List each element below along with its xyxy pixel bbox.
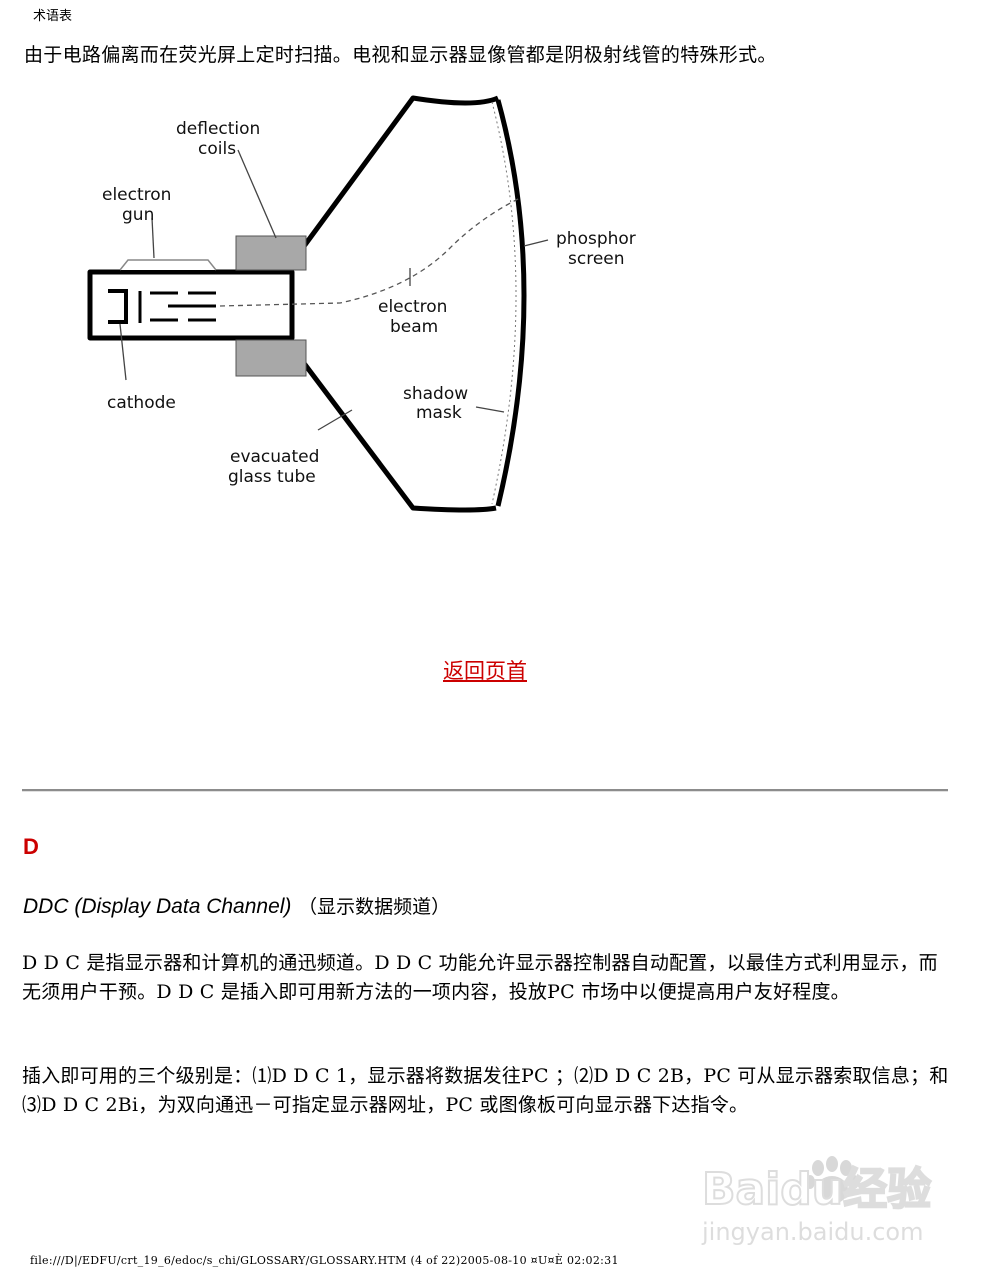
label-tube-line2: glass tube xyxy=(228,467,316,487)
term-english: DDC (Display Data Channel) xyxy=(23,895,292,918)
deflection-coil-bottom xyxy=(235,339,307,377)
label-shadow-line1: shadow xyxy=(403,384,468,404)
label-cathode: cathode xyxy=(107,393,176,413)
intro-paragraph: 由于电路偏离而在荧光屏上定时扫描。电视和显示器显像管都是阴极射线管的特殊形式。 xyxy=(24,44,777,66)
shadow-mask-line xyxy=(491,101,517,505)
label-phosphor-line1: phosphor xyxy=(556,229,636,249)
label-deflection-line2: coils xyxy=(198,139,236,159)
watermark-url: jingyan.baidu.com xyxy=(701,1218,923,1246)
electron-gun-housing xyxy=(119,259,217,271)
paw-icon xyxy=(805,1156,859,1204)
label-beam-line2: beam xyxy=(390,317,438,337)
label-phosphor-line2: screen xyxy=(568,249,625,269)
label-deflection-line1: deflection xyxy=(176,119,260,139)
section-divider xyxy=(22,789,948,792)
page-footer: file:///D|/EDFU/crt_19_6/edoc/s_chi/GLOS… xyxy=(30,1254,619,1267)
cathode-shape xyxy=(108,289,128,324)
page-header-title: 术语表 xyxy=(33,9,73,24)
definition-paragraph-1: D D C 是指显示器和计算机的通迅频道。D D C 功能允许显示器控制器自动配… xyxy=(22,952,938,1003)
electron-beam-path xyxy=(219,197,521,307)
baidu-watermark: Baidu经验 jingyan.baidu.com xyxy=(701,1156,932,1246)
label-gun-line1: electron xyxy=(102,185,171,205)
crt-diagram: deflection coils electron gun phosphor s… xyxy=(87,95,636,513)
back-to-top-link[interactable]: 返回页首 xyxy=(443,659,527,683)
watermark-brand: Baidu经验 xyxy=(702,1164,931,1215)
label-shadow-line2: mask xyxy=(416,403,462,423)
label-tube-line1: evacuated xyxy=(230,447,319,467)
glossary-term: DDC (Display Data Channel) （显示数据频道） xyxy=(23,892,450,919)
deflection-coil-top xyxy=(235,235,307,271)
back-to-top-container: 返回页首 xyxy=(0,655,970,685)
term-chinese: （显示数据频道） xyxy=(298,896,451,918)
label-gun-line2: gun xyxy=(122,205,154,225)
label-beam-line1: electron xyxy=(378,297,447,317)
section-letter-heading: D xyxy=(23,834,39,859)
electron-gun-plates xyxy=(150,291,216,322)
definition-paragraph-2: 插入即可用的三个级别是：⑴D D C 1，显示器将数据发往PC ；⑵D D C … xyxy=(22,1065,949,1116)
leader-lines xyxy=(119,149,549,431)
